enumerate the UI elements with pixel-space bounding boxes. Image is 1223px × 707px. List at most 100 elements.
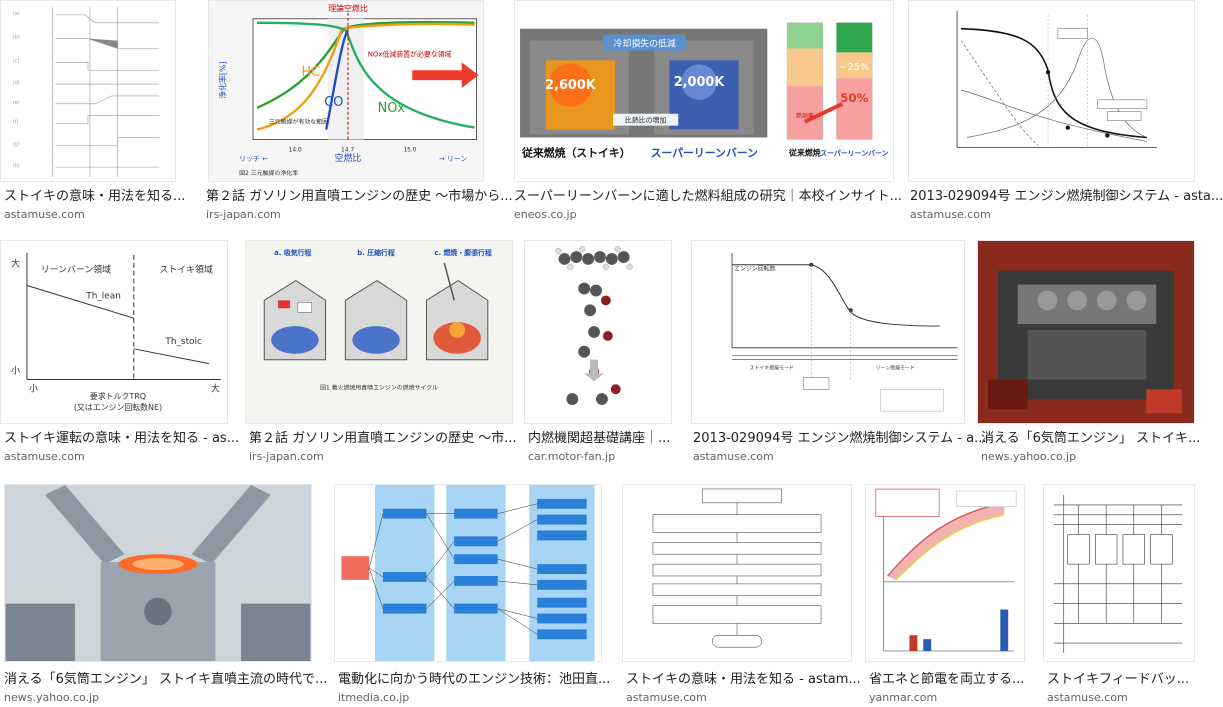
- svg-text:(b): (b): [13, 35, 20, 41]
- chart-label: ストイキ燃焼モード: [749, 365, 793, 372]
- chart-label: 三元触媒が有効な範囲: [269, 118, 328, 126]
- result-card[interactable]: ストイキの意味・用法を知る - astam... astamuse.com: [622, 484, 861, 707]
- axis-label: 大: [11, 258, 20, 270]
- piston-photo-thumbnail[interactable]: [4, 484, 312, 662]
- engine-bay-photo-thumbnail[interactable]: [977, 240, 1195, 424]
- chart-label: 熱効率: [796, 112, 814, 120]
- axis-label: 空燃比: [335, 152, 362, 164]
- diagram-label: 2,000K: [674, 75, 726, 90]
- result-title[interactable]: 消える「6気筒エンジン」 ストイキ...: [981, 431, 1201, 446]
- figure-caption: 図2 三元触媒の浄化率: [239, 169, 298, 177]
- result-card[interactable]: 大 小 小 大 リーンバーン領域 ストイキ領域 Th_lean Th_stoic…: [0, 240, 240, 464]
- svg-text:(a): (a): [13, 11, 20, 17]
- result-title[interactable]: ストイキ運転の意味・用法を知る - as...: [4, 431, 240, 446]
- axis-label: 小: [29, 383, 38, 394]
- result-title[interactable]: ストイキフィードバッ...: [1047, 672, 1190, 687]
- svg-text:(g): (g): [13, 141, 20, 147]
- diagram-label: c. 燃焼・膨張行程: [434, 248, 492, 257]
- result-source[interactable]: news.yahoo.co.jp: [4, 691, 100, 704]
- figure-caption: 図1 着火燃焼用直噴エンジンの燃焼サイクル: [320, 383, 438, 391]
- result-card[interactable]: エンジン回転数 ストイキ燃焼モード リーン燃焼モード 2013-029094号 …: [689, 240, 987, 464]
- result-card[interactable]: 消える「6気筒エンジン」 ストイキ直噴主流の時代で... news.yahoo.…: [0, 484, 328, 707]
- diagram-label: b. 圧縮行程: [357, 248, 395, 257]
- chart-label: Th_stoic: [164, 337, 202, 347]
- axis-label: 要求トルクTRQ: [90, 391, 146, 401]
- diagram-label: 比熱比の増加: [625, 116, 667, 125]
- diagram-label: a. 吸気行程: [274, 248, 311, 257]
- series-label: CO: [324, 95, 343, 110]
- result-title[interactable]: 2013-029094号 エンジン燃焼制御システム - a...: [693, 431, 987, 446]
- chart-label: スーパーリーンバーン: [820, 148, 888, 157]
- result-title[interactable]: 第２話 ガソリン用直噴エンジンの歴史 ～市...: [249, 431, 517, 446]
- tick-label: 15.0: [403, 146, 416, 153]
- result-source[interactable]: astamuse.com: [693, 450, 774, 463]
- result-source[interactable]: yanmar.com: [869, 691, 938, 704]
- engine-combustion-thumbnail[interactable]: 冷却損失の低減 2,600K 2,000K 比熱比の増加 従来燃焼（ストイキ） …: [514, 0, 894, 182]
- result-card[interactable]: 内燃機関超基礎講座｜... car.motor-fan.jp: [524, 240, 684, 464]
- svg-text:(f): (f): [13, 120, 19, 126]
- sensor-output-chart-thumbnail[interactable]: [908, 0, 1195, 182]
- result-source[interactable]: irs-japan.com: [249, 450, 324, 463]
- result-source[interactable]: itmedia.co.jp: [338, 691, 410, 704]
- result-card[interactable]: a. 吸気行程 b. 圧縮行程 c. 燃焼・膨張行程 図1 着火燃焼用直噴エンジ…: [245, 240, 517, 464]
- result-source[interactable]: astamuse.com: [4, 450, 85, 463]
- timing-chart-thumbnail[interactable]: (a) (b) (c) (d) (e) (f) (g) (h): [0, 0, 176, 182]
- axis-label: (又はエンジン回転数NE): [74, 402, 162, 412]
- series-label: HC: [301, 65, 320, 80]
- result-title[interactable]: 電動化に向かう時代のエンジン技術：池田直...: [338, 672, 611, 687]
- result-source[interactable]: astamuse.com: [626, 691, 707, 704]
- result-title[interactable]: 省エネと節電を両立する...: [869, 672, 1025, 687]
- chart-label: リーンバーン領域: [41, 264, 111, 276]
- flowchart-thumbnail[interactable]: [622, 484, 852, 662]
- threshold-chart-thumbnail[interactable]: 大 小 小 大 リーンバーン領域 ストイキ領域 Th_lean Th_stoic…: [0, 240, 228, 424]
- result-card[interactable]: 省エネと節電を両立する... yanmar.com: [865, 484, 1035, 707]
- axis-label: 浄化率[%]: [217, 61, 227, 98]
- axis-label: 小: [11, 366, 20, 377]
- molecule-diagram-thumbnail[interactable]: [524, 240, 672, 424]
- svg-text:(e): (e): [13, 100, 20, 106]
- chart-label: リーン燃焼モード: [876, 365, 915, 372]
- chart-label: 従来燃焼: [788, 147, 821, 157]
- svg-text:(c): (c): [13, 58, 20, 64]
- result-source[interactable]: eneos.co.jp: [514, 208, 577, 221]
- svg-text:(h): (h): [13, 163, 20, 169]
- result-source[interactable]: irs-japan.com: [206, 208, 281, 221]
- result-card[interactable]: 2013-029094号 エンジン燃焼制御システム - asta... asta…: [906, 0, 1223, 222]
- result-title[interactable]: ストイキの意味・用法を知る - astam...: [626, 672, 861, 687]
- diagram-label: 2,600K: [545, 78, 597, 93]
- result-card[interactable]: 冷却損失の低減 2,600K 2,000K 比熱比の増加 従来燃焼（ストイキ） …: [510, 0, 902, 222]
- result-title[interactable]: 内燃機関超基礎講座｜...: [528, 431, 671, 446]
- technology-map-thumbnail[interactable]: [334, 484, 602, 662]
- result-title[interactable]: 消える「6気筒エンジン」 ストイキ直噴主流の時代で...: [4, 672, 328, 687]
- result-source[interactable]: astamuse.com: [910, 208, 991, 221]
- result-card[interactable]: 電動化に向かう時代のエンジン技術：池田直... itmedia.co.jp: [334, 484, 612, 707]
- result-source[interactable]: news.yahoo.co.jp: [981, 450, 1077, 463]
- axis-label: エンジン回転数: [734, 265, 776, 273]
- result-card[interactable]: 理論空燃比 浄化率[%] HC CO NOx NOx低減装置が必要な領域 三元触…: [202, 0, 513, 222]
- chart-label: −25%: [839, 62, 869, 73]
- result-card[interactable]: ストイキフィードバッ... astamuse.com: [1043, 484, 1198, 707]
- result-card[interactable]: (a) (b) (c) (d) (e) (f) (g) (h) ストイキの意味・用法を知る.…: [0, 0, 190, 222]
- result-source[interactable]: astamuse.com: [4, 208, 85, 221]
- axis-label: リッチ ←: [239, 155, 268, 163]
- result-source[interactable]: astamuse.com: [1047, 691, 1128, 704]
- efficiency-curve-thumbnail[interactable]: [865, 484, 1025, 662]
- combustion-cycle-thumbnail[interactable]: a. 吸気行程 b. 圧縮行程 c. 燃焼・膨張行程 図1 着火燃焼用直噴エンジ…: [245, 240, 513, 424]
- result-title[interactable]: 2013-029094号 エンジン燃焼制御システム - asta...: [910, 189, 1223, 204]
- diagram-label: スーパーリーンバーン: [651, 146, 759, 159]
- rpm-chart-thumbnail[interactable]: エンジン回転数 ストイキ燃焼モード リーン燃焼モード: [691, 240, 965, 424]
- series-label: NOx: [378, 101, 406, 116]
- circuit-diagram-thumbnail[interactable]: [1043, 484, 1195, 662]
- result-source[interactable]: car.motor-fan.jp: [528, 450, 616, 463]
- svg-text:(d): (d): [13, 80, 20, 86]
- axis-label: → リーン: [439, 155, 467, 163]
- result-title[interactable]: 第２話 ガソリン用直噴エンジンの歴史 ～市場から...: [206, 189, 513, 204]
- result-title[interactable]: スーパーリーンバーンに適した燃料組成の研究｜本校インサイト...: [514, 189, 902, 204]
- chart-label: 50%: [840, 91, 869, 105]
- result-card[interactable]: 消える「6気筒エンジン」 ストイキ... news.yahoo.co.jp: [977, 240, 1201, 464]
- tick-label: 14.7: [341, 146, 354, 153]
- tick-label: 14.0: [289, 146, 302, 153]
- catalyst-efficiency-chart-thumbnail[interactable]: 理論空燃比 浄化率[%] HC CO NOx NOx低減装置が必要な領域 三元触…: [208, 0, 484, 182]
- chart-label: Th_lean: [85, 291, 121, 301]
- result-title[interactable]: ストイキの意味・用法を知る...: [4, 189, 186, 204]
